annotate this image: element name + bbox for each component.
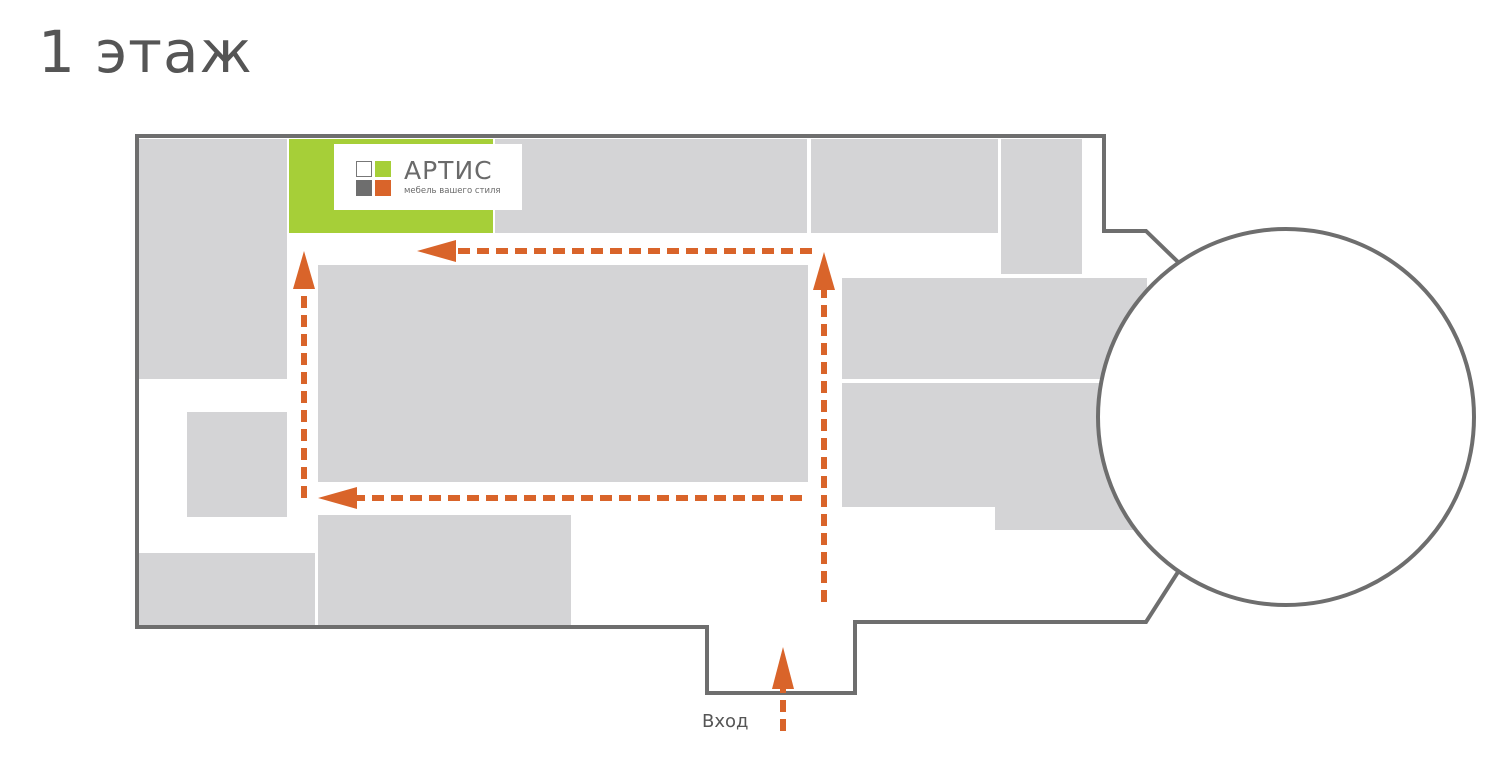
arrow-head-icon	[813, 252, 835, 290]
unit-top-middle[interactable]	[495, 139, 807, 233]
unit-left-top[interactable]	[139, 139, 287, 379]
arrow-head-icon	[318, 487, 357, 509]
unit-top-right[interactable]	[811, 139, 998, 233]
entrance-label: Вход	[702, 711, 749, 732]
artis-logo-icon	[356, 161, 391, 196]
arrow-head-icon	[293, 251, 315, 289]
unit-right-upper[interactable]	[842, 278, 1147, 379]
store-artis-logo[interactable]: АРТИС мебель вашего стиля	[334, 144, 522, 210]
floor-title: 1 этаж	[38, 18, 253, 86]
unit-top-narrow[interactable]	[1001, 139, 1082, 274]
unit-bottom-left[interactable]	[139, 553, 315, 625]
round-atrium	[1096, 227, 1476, 607]
unit-center-block[interactable]	[318, 265, 808, 482]
store-tagline: мебель вашего стиля	[404, 186, 501, 196]
unit-bottom-middle[interactable]	[318, 515, 571, 625]
unit-left-small[interactable]	[187, 412, 287, 517]
store-name: АРТИС	[404, 156, 493, 185]
building-outline	[135, 134, 1180, 695]
arrow-head-icon	[772, 647, 794, 689]
unit-right-lower[interactable]	[842, 383, 1147, 507]
arrow-head-icon	[417, 240, 456, 262]
